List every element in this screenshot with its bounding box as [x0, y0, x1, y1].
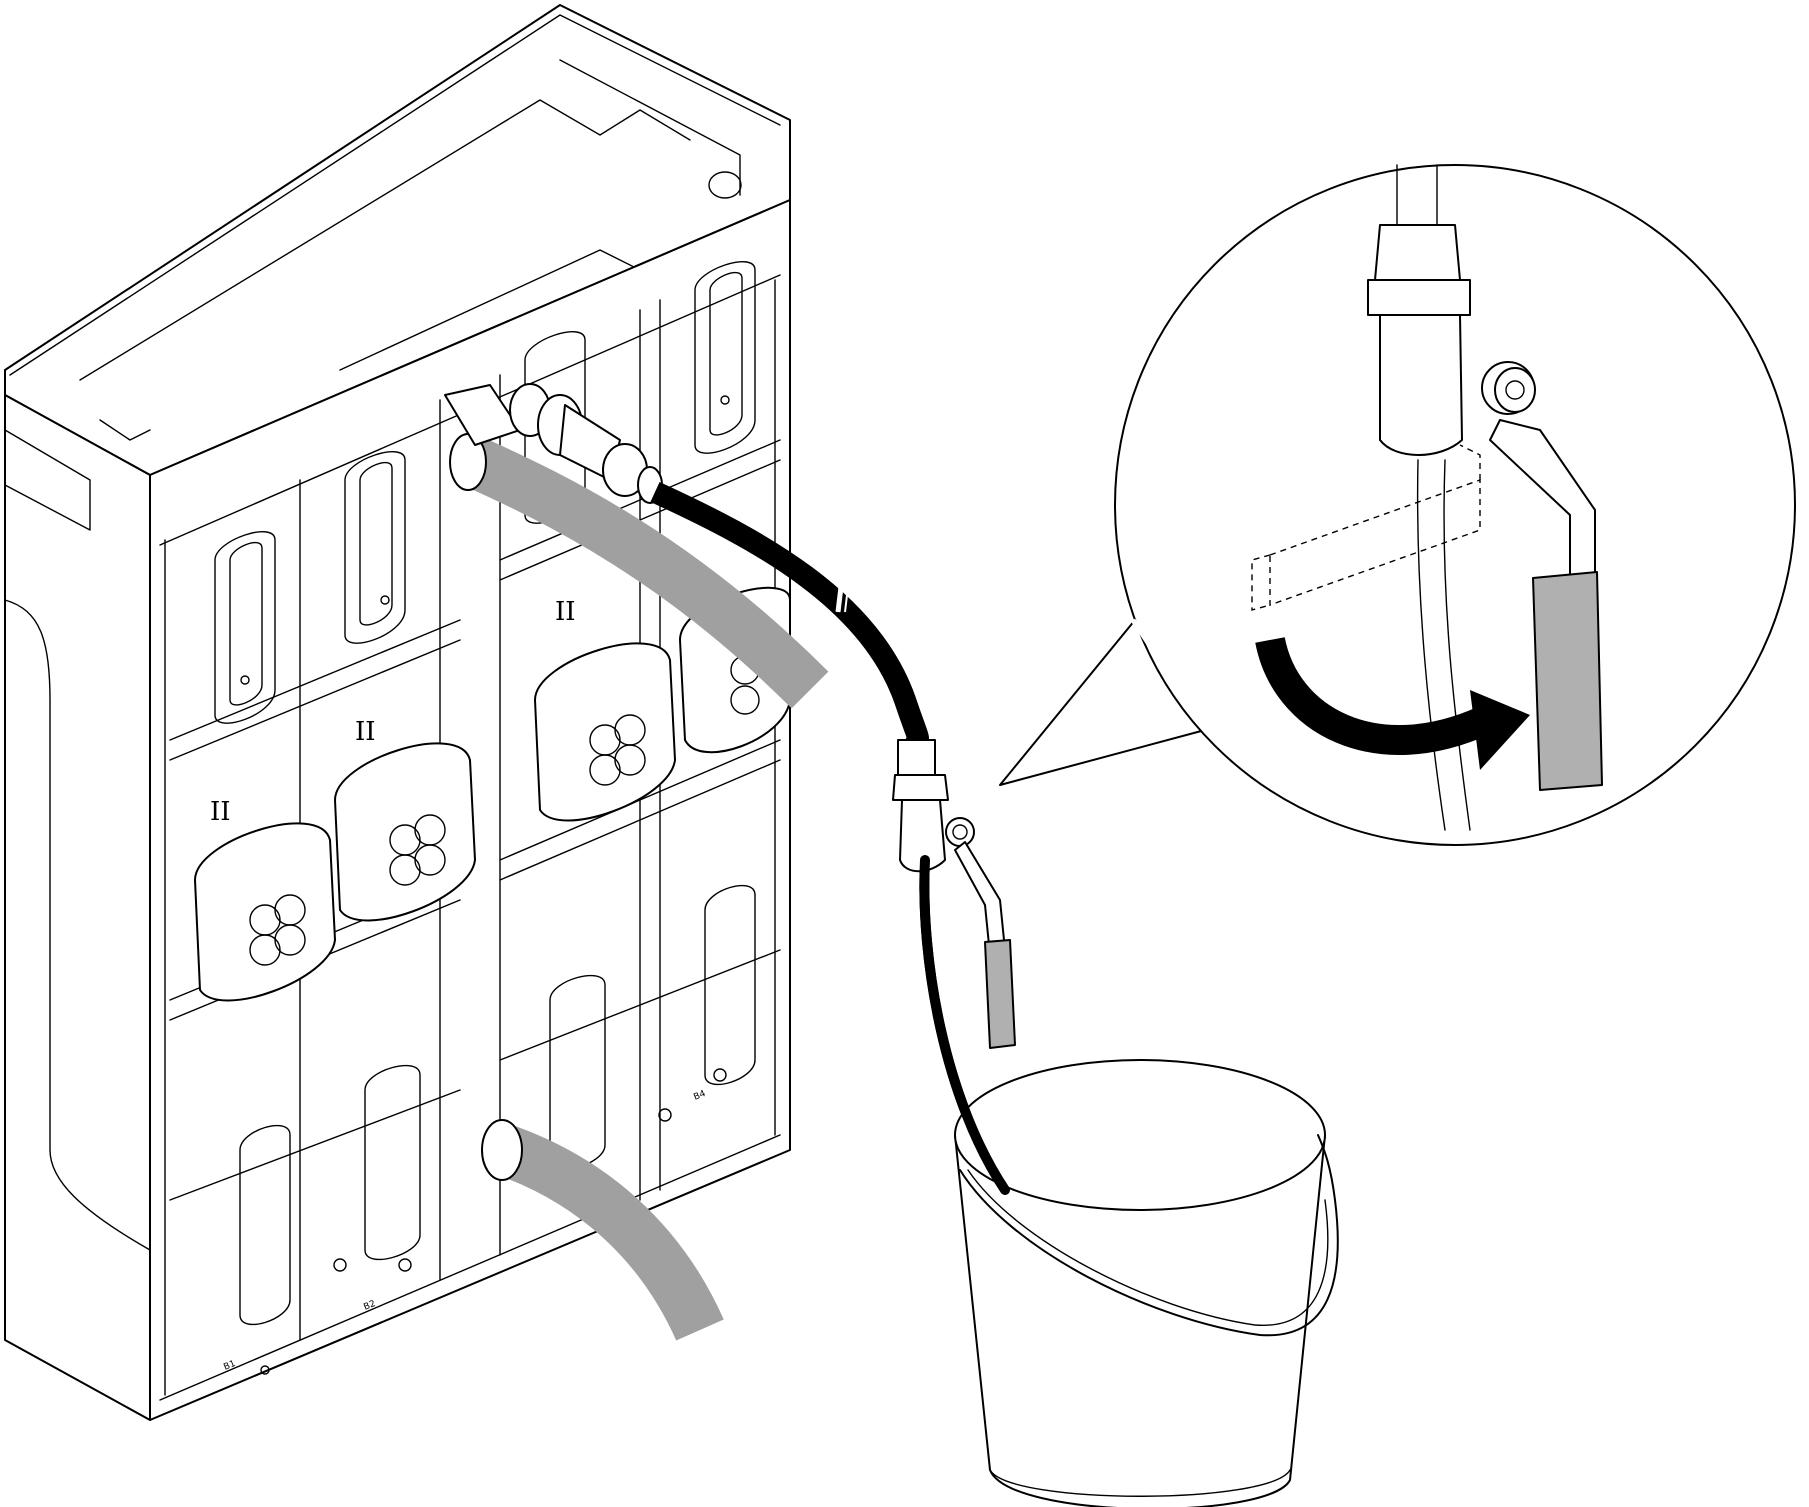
bucket-icon [919, 855, 1339, 1507]
manifold-icon [444, 383, 829, 1341]
slot-label: B1 [222, 1359, 237, 1373]
ball-valve-icon [892, 739, 1016, 1049]
module-label: II [210, 797, 231, 827]
quick-connect-icon [194, 586, 791, 1002]
chassis-icon: II II II II B1 B2 B4 [4, 4, 791, 1421]
rotation-arrow-icon [1255, 636, 1530, 770]
slot-label: B2 [362, 1299, 377, 1313]
magnifier-callout-icon [999, 164, 1796, 846]
module-label: II [555, 597, 576, 627]
module-label: II [355, 717, 376, 747]
slot-label: B4 [692, 1089, 707, 1103]
